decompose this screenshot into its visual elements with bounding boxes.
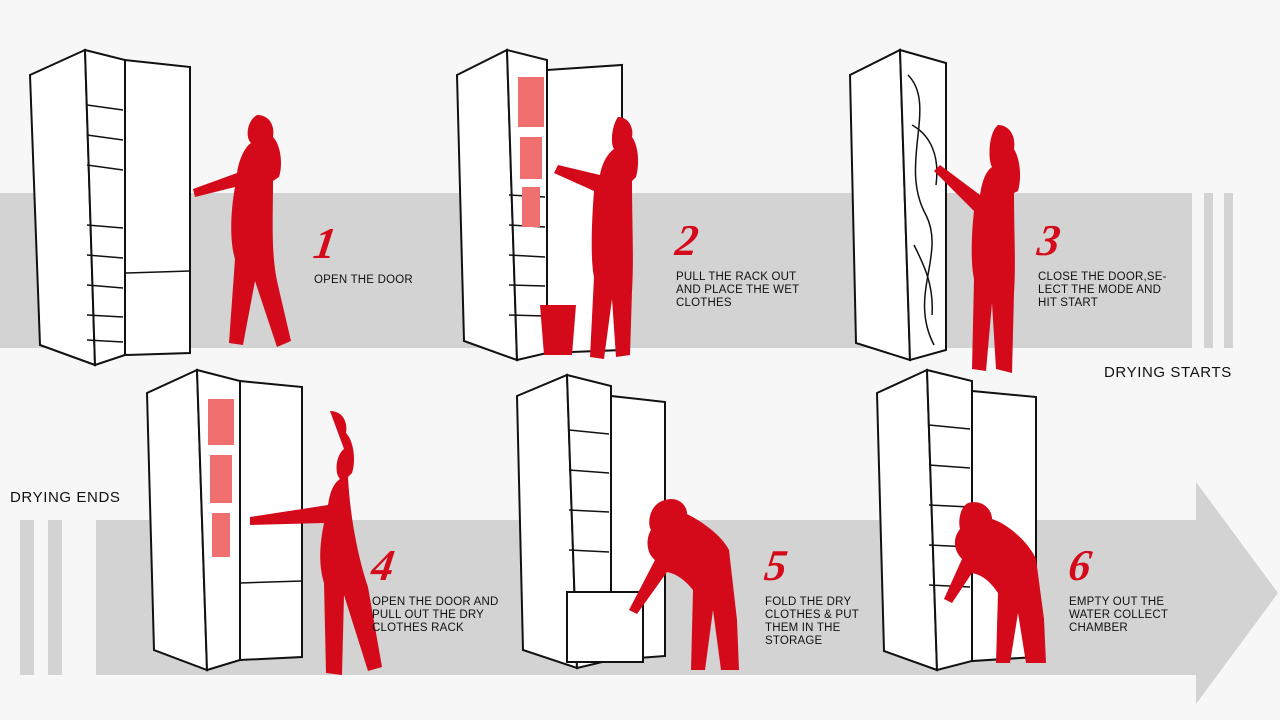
drying-starts-label: DRYING STARTS (1104, 364, 1232, 381)
step-1-text: OPEN THE DOOR (314, 274, 494, 287)
step-4: 4 OPEN THE DOOR AND PULL OUT THE DRY CLO… (372, 544, 552, 635)
step-3-text: CLOSE THE DOOR,SE- LECT THE MODE AND HIT… (1038, 271, 1218, 310)
step-6-number: 6 (1066, 544, 1252, 588)
step-6-text: EMPTY OUT THE WATER COLLECT CHAMBER (1069, 596, 1249, 635)
step-6: 6 EMPTY OUT THE WATER COLLECT CHAMBER (1069, 544, 1249, 635)
step-2: 2 PULL THE RACK OUT AND PLACE THE WET CL… (676, 219, 856, 310)
bottom-band-stripe-2 (48, 520, 62, 675)
top-band-stripe-2 (1224, 193, 1233, 348)
bottom-band-stripe-1 (20, 520, 34, 675)
step-1-illustration (25, 45, 305, 375)
step-2-number: 2 (673, 219, 859, 263)
step-3-number: 3 (1035, 219, 1221, 263)
step-5-number: 5 (762, 544, 948, 588)
step-1: 1 OPEN THE DOOR (314, 222, 494, 287)
step-4-illustration (142, 365, 382, 675)
drying-ends-label: DRYING ENDS (10, 489, 121, 506)
step-3: 3 CLOSE THE DOOR,SE- LECT THE MODE AND H… (1038, 219, 1218, 310)
step-5: 5 FOLD THE DRY CLOTHES & PUT THEM IN THE… (765, 544, 945, 648)
step-1-number: 1 (311, 222, 497, 266)
step-2-illustration (452, 45, 672, 365)
step-4-text: OPEN THE DOOR AND PULL OUT THE DRY CLOTH… (372, 596, 552, 635)
step-4-number: 4 (369, 544, 555, 588)
step-3-illustration (848, 45, 1028, 385)
step-2-text: PULL THE RACK OUT AND PLACE THE WET CLOT… (676, 271, 856, 310)
step-5-text: FOLD THE DRY CLOTHES & PUT THEM IN THE S… (765, 596, 945, 648)
